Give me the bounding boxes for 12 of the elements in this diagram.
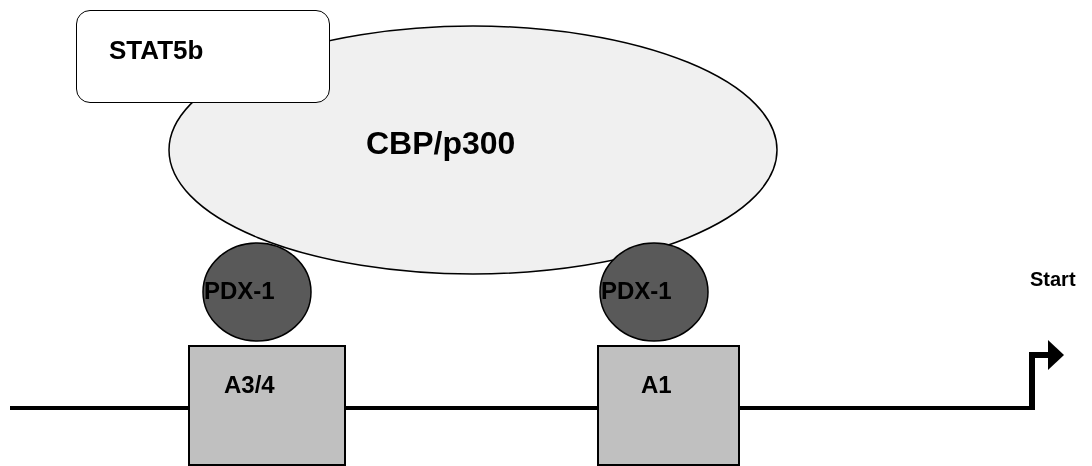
protein-label: PDX-1	[601, 277, 672, 305]
protein-label: PDX-1	[204, 277, 275, 305]
protein-ellipse	[202, 242, 312, 342]
site-label: A3/4	[224, 371, 275, 399]
site-label: A1	[641, 371, 672, 399]
protein-box	[76, 10, 330, 103]
protein-ellipse	[599, 242, 709, 342]
binding-site-box	[188, 345, 346, 466]
protein-label: STAT5b	[109, 35, 204, 66]
binding-site-box	[597, 345, 740, 466]
protein-label: CBP/p300	[366, 125, 516, 162]
start-label: Start	[1030, 268, 1076, 291]
